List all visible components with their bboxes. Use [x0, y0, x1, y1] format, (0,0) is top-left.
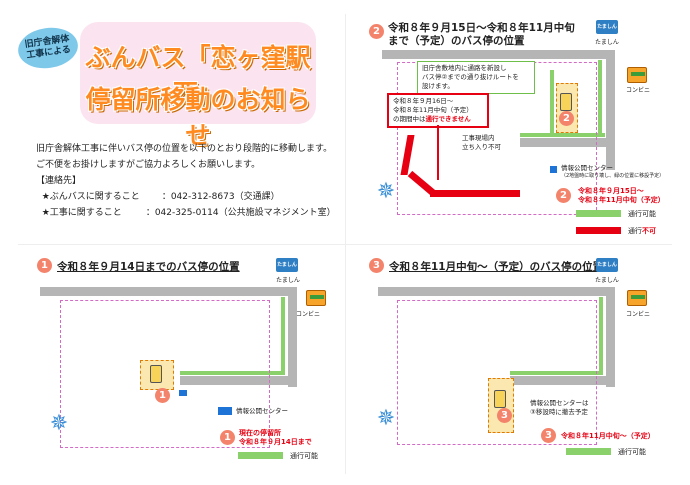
panel2-legend-nopass: 通行不可 — [628, 226, 656, 236]
panel2-callout-red-line2: 令和８年11月中旬（予定） — [393, 106, 473, 114]
panel2-callout-red-line3: の期間中は通行できません — [393, 115, 483, 124]
panel3-road-right — [606, 287, 615, 387]
org-badge: 旧庁舎解体 工事による — [15, 24, 81, 72]
panel2-info-center-icon — [550, 166, 557, 173]
panel2-callout-red-line3b: 通行できません — [425, 115, 471, 123]
panel3-road-top — [378, 287, 615, 296]
panel3-info-note-1: 情報公開センターは — [530, 399, 589, 407]
panel1-bank-icon: たましん — [276, 258, 298, 272]
panel1-stop-marker: 1 — [155, 388, 170, 403]
panel2-legend-pass: 通行可能 — [628, 210, 656, 218]
contact-1: ★ぶんバスに関すること ：042-312-8673（交通課） — [36, 189, 356, 205]
panel1-legend-number: 1 — [220, 430, 235, 445]
panel2-callout-red-line3a: の期間中は — [393, 115, 426, 123]
panel3-konbini-icon — [627, 290, 647, 306]
panel3-road-mid — [510, 376, 615, 385]
panel2-red-arrow — [437, 125, 439, 180]
panel1-road-top — [40, 287, 297, 296]
panel3-legend-pass: 通行可能 — [618, 448, 646, 456]
contact-1-label: ★ぶんバスに関すること — [41, 192, 140, 202]
panel2-stop-marker: 2 — [559, 111, 574, 126]
panel2-title-a: 令和８年９月15日～令和８年11月中旬 — [388, 22, 575, 34]
panel2-info-center-label: 情報公開センター — [561, 164, 613, 172]
panel1-legend-current-2: 令和８年９月14日まで — [239, 438, 312, 446]
contact-2: ★工事に関すること ：042-325-0114（公共施設マネジメント室） — [36, 205, 356, 221]
panel1-info-small — [179, 390, 187, 396]
panel3-green-mid — [510, 371, 603, 375]
contact-heading: 【連絡先】 — [36, 176, 82, 186]
notice-line-1: 旧庁舎解体工事に伴いバス停の位置を以下のとおり段階的に移動します。 — [36, 144, 333, 154]
title-box: ぶんバス「恋ヶ窪駅西」 停留所移動のお知らせ — [80, 22, 316, 150]
panel3-konbini-label: コンビニ — [626, 311, 651, 318]
org-badge-text: 旧庁舎解体 工事による — [24, 33, 72, 62]
contact-2-label: ★工事に関すること — [41, 208, 122, 218]
panel1-info-center-label: 情報公開センター — [236, 407, 288, 415]
panel3-legend-green-swatch — [566, 448, 611, 455]
panel2-road-right — [606, 50, 615, 170]
title-line-1: ぶんバス「恋ヶ窪駅西」 — [85, 43, 311, 108]
panel2-callout-green: 旧庁舎敷地内に通路を新設し バス停②までの通り抜けルートを 設けます。 — [417, 61, 535, 94]
panel1-info-center-icon — [218, 407, 232, 415]
panel3-legend-label: 令和８年11月中旬～（予定） — [561, 432, 655, 440]
contact-1-value: ：042-312-8673（交通課） — [161, 192, 280, 202]
panel1-bank-label: たましん — [276, 277, 300, 284]
panel1-green-right — [281, 297, 285, 371]
panel1-road-mid — [180, 376, 297, 385]
panel1-legend-pass: 通行可能 — [290, 452, 318, 460]
contact-2-value: ：042-325-0114（公共施設マネジメント室） — [145, 208, 336, 218]
panel1-site-boundary — [60, 300, 270, 448]
panel1-compass-icon: ✵ — [49, 411, 69, 436]
panel3-stop-area — [488, 378, 514, 433]
panel2-number: 2 — [369, 24, 384, 39]
panel3-bank-icon: たましん — [596, 258, 618, 272]
panel2-legend-number: 2 — [556, 188, 571, 203]
title-line-2: 停留所移動のお知らせ — [85, 85, 311, 150]
panel2-green-right — [598, 60, 602, 135]
panel1-title: 令和８年９月14日までのバス停の位置 — [57, 261, 240, 273]
panel1-bus-icon — [150, 365, 162, 383]
panel2-legend-green-swatch — [576, 210, 621, 217]
panel3-title: 令和８年11月中旬～（予定）のバス停の位置 — [389, 261, 604, 273]
panel1-legend-green-swatch — [238, 452, 283, 459]
panel1-konbini-label: コンビニ — [296, 311, 321, 318]
panel1-konbini-icon — [306, 290, 326, 306]
panel2-legend-label-2: 令和８年11月中旬（予定） — [578, 196, 665, 204]
panel3-green-right — [599, 297, 603, 371]
panel1-road-right — [288, 287, 297, 387]
panel2-title-b: まで（予定）のバス停の位置 — [388, 35, 525, 47]
divider-vertical — [345, 14, 346, 474]
panel2-konbini-label: コンビニ — [626, 87, 651, 94]
panel3-bank-label: たましん — [595, 277, 619, 284]
panel1-legend-current-1: 現在の停留所 — [239, 429, 281, 437]
panel2-bank-label: たましん — [595, 39, 619, 46]
panel2-legend-nopass-b: 不可 — [642, 227, 656, 235]
panel2-green-mid — [520, 133, 605, 137]
panel3-bus-icon — [494, 390, 506, 408]
panel2-konbini-icon — [627, 67, 647, 83]
panel2-redline-3 — [430, 190, 520, 197]
panel3-number: 3 — [369, 258, 384, 273]
panel1-green-mid — [180, 371, 285, 375]
panel2-construction-label: 工事現場内 立ち入り不可 — [462, 134, 501, 151]
panel2-compass-icon: ✵ — [376, 179, 396, 204]
panel2-bank-icon: たましん — [596, 20, 618, 34]
panel3-stop-marker: 3 — [497, 408, 512, 423]
panel2-legend-nopass-a: 通行 — [628, 227, 642, 235]
panel2-info-center-note: （2地盤時に取り壊し、緑の位置に移設予定） — [561, 173, 665, 179]
panel2-road-mid — [520, 138, 615, 147]
panel3-legend-number: 3 — [541, 428, 556, 443]
panel3-site-boundary — [397, 300, 597, 445]
panel2-callout-red-line1: 令和８年９月16日～ — [393, 97, 454, 105]
panel2-bus-icon — [560, 93, 572, 111]
panel2-green-route — [550, 70, 554, 135]
panel2-road-top — [382, 50, 614, 59]
notice-line-2: ご不便をお掛けしますがご協力よろしくお願いします。 — [36, 160, 261, 170]
notice-block: 旧庁舎解体工事に伴いバス停の位置を以下のとおり段階的に移動します。 ご不便をお掛… — [36, 141, 356, 221]
panel2-legend-red-swatch — [576, 227, 621, 234]
panel2-callout-red: 令和８年９月16日～ 令和８年11月中旬（予定） の期間中は通行できません — [387, 93, 489, 128]
panel3-info-note-2: ③移設時に撤去予定 — [530, 408, 588, 416]
panel2-legend-label-1: 令和８年９月15日～ — [578, 187, 644, 195]
panel3-compass-icon: ✵ — [376, 406, 396, 431]
panel1-number: 1 — [37, 258, 52, 273]
